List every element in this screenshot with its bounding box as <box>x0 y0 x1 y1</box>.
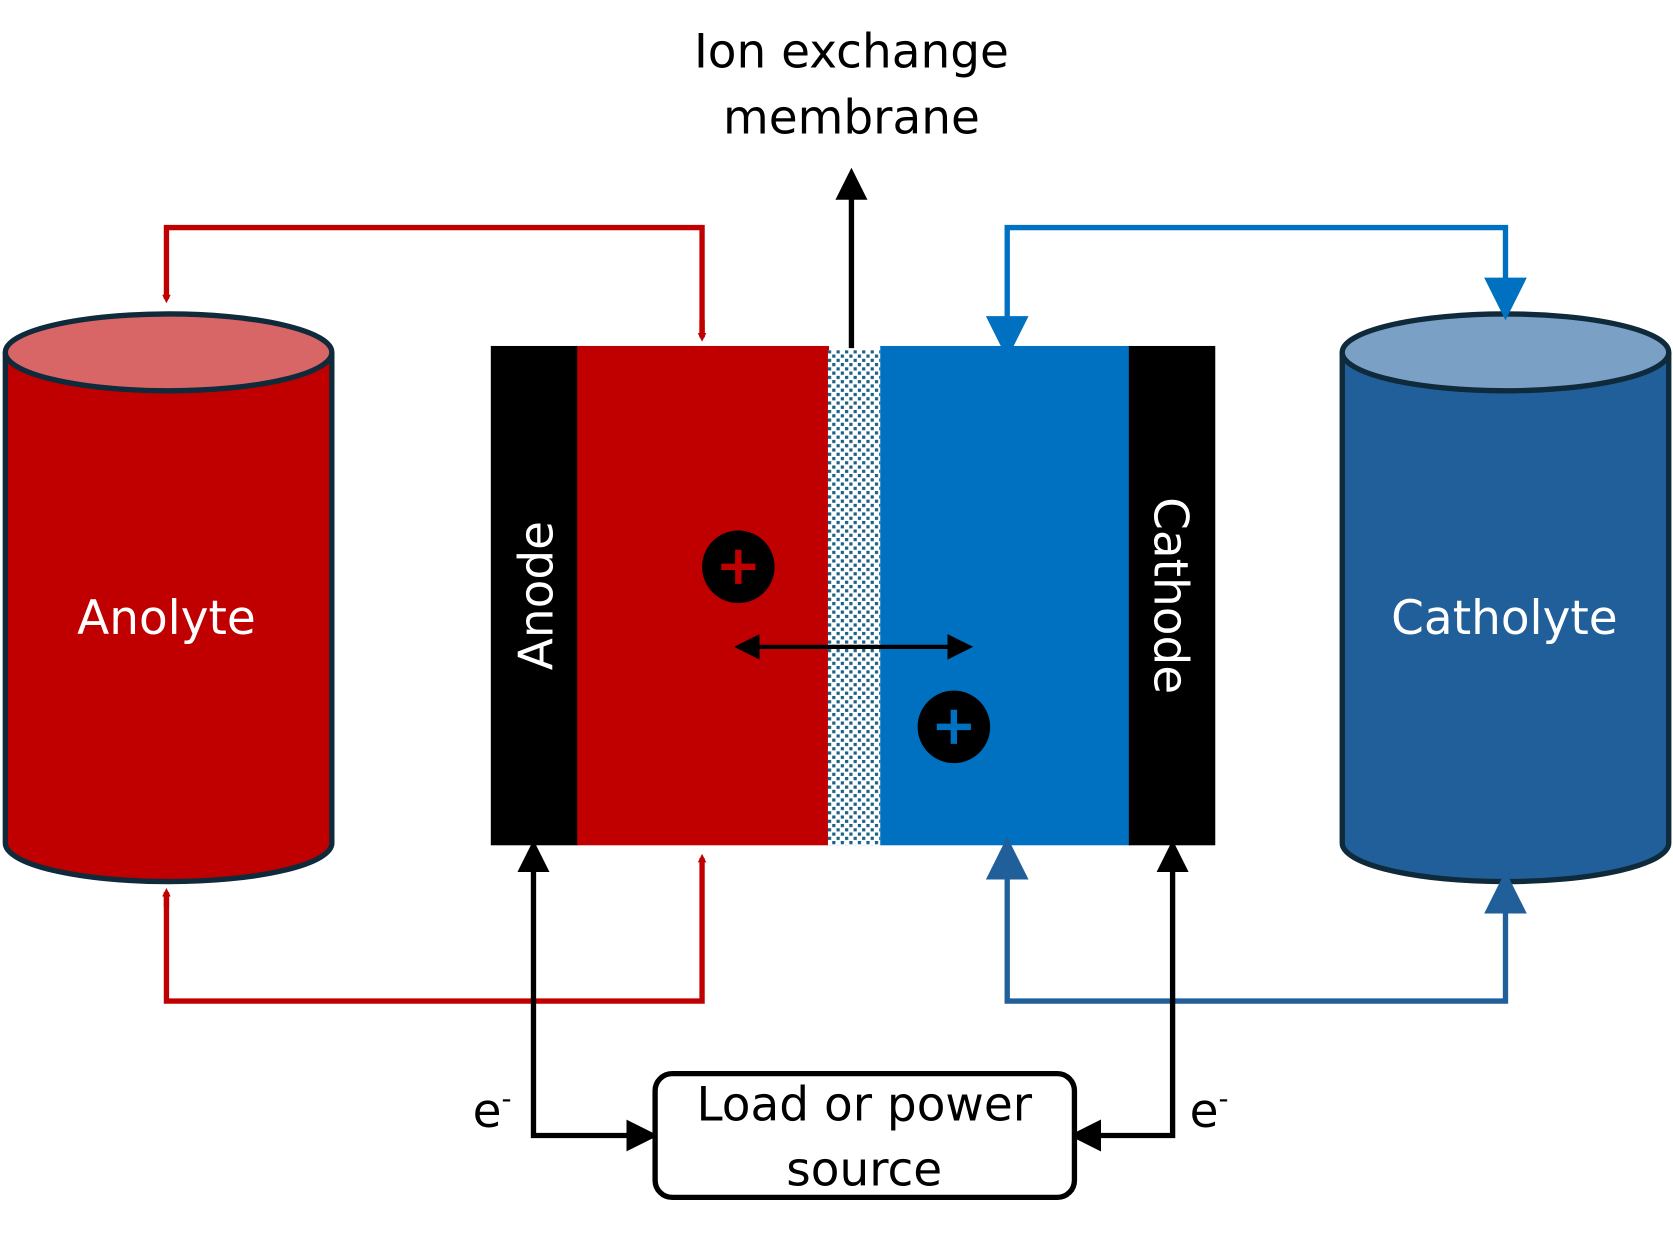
load-label-line2: source <box>786 1143 942 1198</box>
catholyte-half-cell <box>880 345 1130 846</box>
anode-wire <box>517 839 659 1152</box>
cathode-electrode <box>1128 345 1216 846</box>
electron-label-right: e- <box>1190 1082 1229 1139</box>
anode-electrode <box>490 345 579 846</box>
plus-ion-red-icon <box>702 530 775 604</box>
membrane-label-line2: membrane <box>723 91 980 146</box>
membrane-label-line1: Ion exchange <box>694 24 1009 79</box>
cathode-wire <box>1069 839 1189 1152</box>
catholyte-label: Catholyte <box>1391 591 1618 646</box>
anolyte-return-pipe <box>163 853 707 1004</box>
anolyte-supply-pipe <box>162 224 705 338</box>
plus-ion-blue-icon <box>917 690 991 764</box>
ion-exchange-membrane <box>827 350 881 846</box>
cathode-label: Cathode <box>1142 497 1197 694</box>
catholyte-supply-pipe <box>1004 224 1527 338</box>
anolyte-half-cell <box>577 345 830 846</box>
catholyte-return-pipe <box>985 836 1509 1004</box>
load-or-power-source-box <box>652 1070 1078 1201</box>
anolyte-label: Anolyte <box>77 591 256 646</box>
anode-label: Anode <box>510 521 565 670</box>
anolyte-tank: Anolyte <box>2 311 335 885</box>
electron-label-left: e- <box>473 1082 512 1139</box>
catholyte-tank: Catholyte <box>1339 311 1672 885</box>
load-label-line1: Load or power <box>696 1078 1032 1133</box>
